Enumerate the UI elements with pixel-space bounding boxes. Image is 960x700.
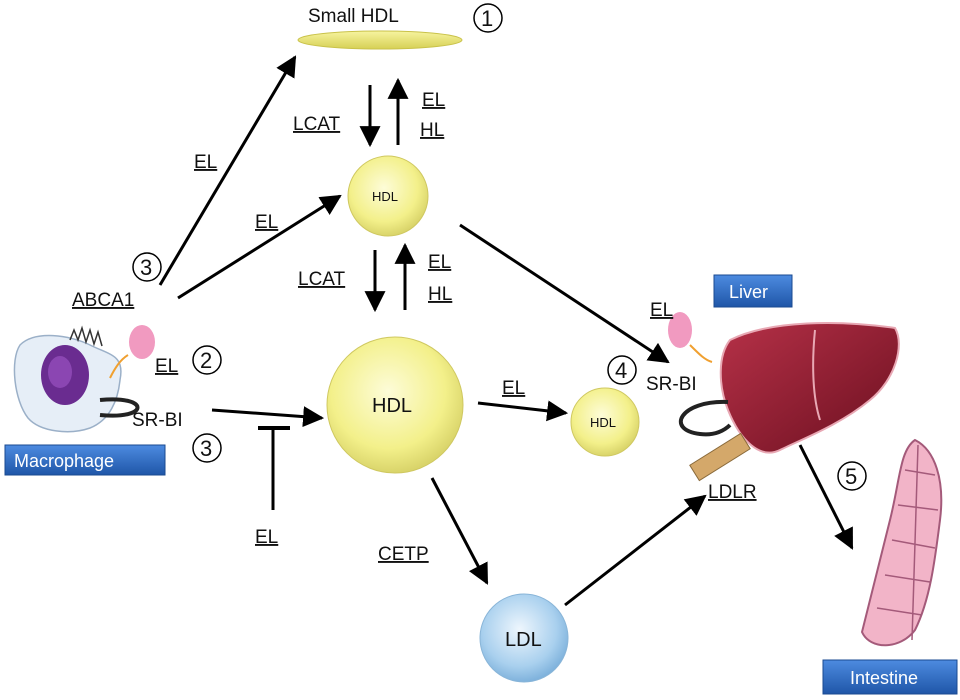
ldlr-receptor xyxy=(689,432,751,482)
macrophage-box xyxy=(4,444,166,476)
marker-1: ① 1 xyxy=(473,3,503,33)
macrophage-cell xyxy=(13,325,140,433)
cetp-label: CETP xyxy=(378,544,429,565)
ldl-label: LDL xyxy=(505,629,542,651)
hl-label-1: HL xyxy=(420,120,444,141)
ldl-particle xyxy=(479,593,569,683)
liver-to-intestine-arrow xyxy=(798,444,854,550)
hl-label-2: HL xyxy=(428,284,452,305)
hdl-label-large: HDL xyxy=(372,395,412,417)
hdl-particle-right xyxy=(570,387,640,457)
hdl-to-small-hdl-arrow xyxy=(477,400,569,422)
abca1-to-hdl-arrow xyxy=(177,194,342,300)
el-label-macrophage: EL xyxy=(155,356,178,377)
el-label-inhibition: EL xyxy=(255,527,278,548)
intestine-box xyxy=(822,659,958,695)
marker-3-lower: 3 xyxy=(192,433,222,463)
marker-5: 5 xyxy=(837,461,867,491)
intestine-organ xyxy=(860,438,943,647)
hdl-particle-top xyxy=(347,155,429,237)
intestine-box-label: Intestine xyxy=(850,668,918,688)
svg-text:5: 5 xyxy=(845,464,857,489)
liver-box-label: Liver xyxy=(729,282,768,302)
sr-bi-label-left: SR-BI xyxy=(132,410,183,431)
svg-text:1: 1 xyxy=(481,6,493,31)
el-label-liver: EL xyxy=(650,300,673,321)
el-label-hdl-right: EL xyxy=(502,378,525,399)
small-hdl-label: Small HDL xyxy=(308,6,399,27)
liver-box xyxy=(713,274,793,308)
small-hdl-particle xyxy=(297,30,463,50)
hdl-label-right: HDL xyxy=(590,415,616,430)
cetp-arrow xyxy=(430,477,489,585)
el-label-2: EL xyxy=(428,252,451,273)
lcat-label-2: LCAT xyxy=(298,269,346,290)
el-label-1: EL xyxy=(422,90,445,111)
ldlr-label: LDLR xyxy=(708,482,757,503)
ldl-to-ldlr-arrow xyxy=(564,494,707,607)
macrophage-box-label: Macrophage xyxy=(14,451,114,471)
sr-bi-label-right: SR-BI xyxy=(646,374,697,395)
marker-2: 2 xyxy=(192,345,222,375)
svg-text:3: 3 xyxy=(200,436,212,461)
svg-text:3: 3 xyxy=(140,255,152,280)
marker-3-upper: 3 xyxy=(132,252,162,282)
lcat-label-1: LCAT xyxy=(293,114,341,135)
hdl-label-top: HDL xyxy=(372,189,398,204)
el-enzyme-macrophage xyxy=(109,325,155,379)
svg-text:4: 4 xyxy=(615,358,627,383)
sr-bi-to-hdl-arrow xyxy=(211,406,325,428)
abca1-to-small-hdl-arrow xyxy=(158,55,297,286)
el-label-abca1-lower: EL xyxy=(255,212,278,233)
sr-bi-receptor-liver xyxy=(678,399,732,437)
liver-organ xyxy=(719,322,900,454)
el-enzyme-liver xyxy=(668,312,713,363)
svg-text:2: 2 xyxy=(200,348,212,373)
hdl-to-liver-arrow xyxy=(459,223,670,364)
abca1-label: ABCA1 xyxy=(72,290,134,311)
hdl-particle-large xyxy=(326,336,464,474)
el-label-abca1-upper: EL xyxy=(194,152,217,173)
marker-4: 4 xyxy=(607,355,637,385)
